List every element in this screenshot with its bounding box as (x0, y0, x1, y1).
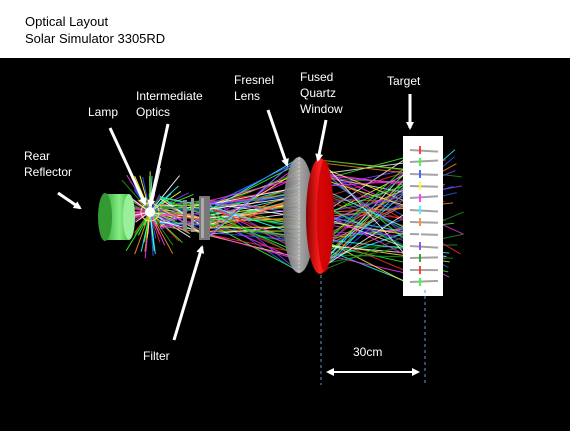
intermediate-optics-label-line2: Optics (136, 105, 171, 119)
fresnel-lens-label-line1: Fresnel (234, 73, 275, 87)
filter-arrow (172, 245, 205, 341)
label-arrows (57, 94, 414, 341)
fused-quartz-window-label: Fused Quartz Window (300, 69, 343, 117)
quartz-window-label-line2: Quartz (300, 86, 337, 100)
quartz-window-label-line3: Window (300, 102, 343, 116)
rear-reflector-label-line1: Rear (24, 149, 51, 163)
intermediate-optics-label-line1: Intermediate (136, 89, 203, 103)
dimension-30cm (320, 275, 426, 385)
filter (199, 196, 210, 240)
filter-label: Filter (143, 349, 170, 363)
quartz-window-arrow (315, 119, 328, 162)
fresnel-lens-arrow (266, 109, 289, 167)
intermediate-optics (183, 198, 194, 232)
fresnel-lens-label-line2: Lens (234, 89, 261, 103)
optical-layout-diagram: Rear Reflector Lamp Intermediate Optics … (0, 58, 570, 431)
rear-reflector (98, 193, 135, 241)
lamp-label: Lamp (88, 105, 119, 119)
fresnel-lens (283, 157, 315, 273)
rear-reflector-label-line2: Reflector (24, 165, 73, 179)
rear-reflector-label: Rear Reflector (24, 148, 72, 180)
optical-diagram-svg (57, 94, 464, 385)
intermediate-optics-label: Intermediate Optics (136, 88, 203, 120)
diagram-title: Optical Layout (25, 14, 109, 29)
lamp-arrow (108, 127, 147, 206)
rear-reflector-arrow (57, 191, 82, 210)
dimension-label: 30cm (353, 345, 383, 359)
header: Optical Layout Solar Simulator 3305RD (0, 0, 570, 58)
quartz-window-label-line1: Fused (300, 70, 334, 84)
fused-quartz-window (306, 158, 334, 274)
fresnel-lens-label: Fresnel Lens (234, 72, 274, 104)
target-label: Target (387, 74, 421, 88)
diagram-subtitle: Solar Simulator 3305RD (25, 31, 166, 46)
intermediate-optics-arrow (147, 123, 170, 208)
target (403, 136, 443, 296)
